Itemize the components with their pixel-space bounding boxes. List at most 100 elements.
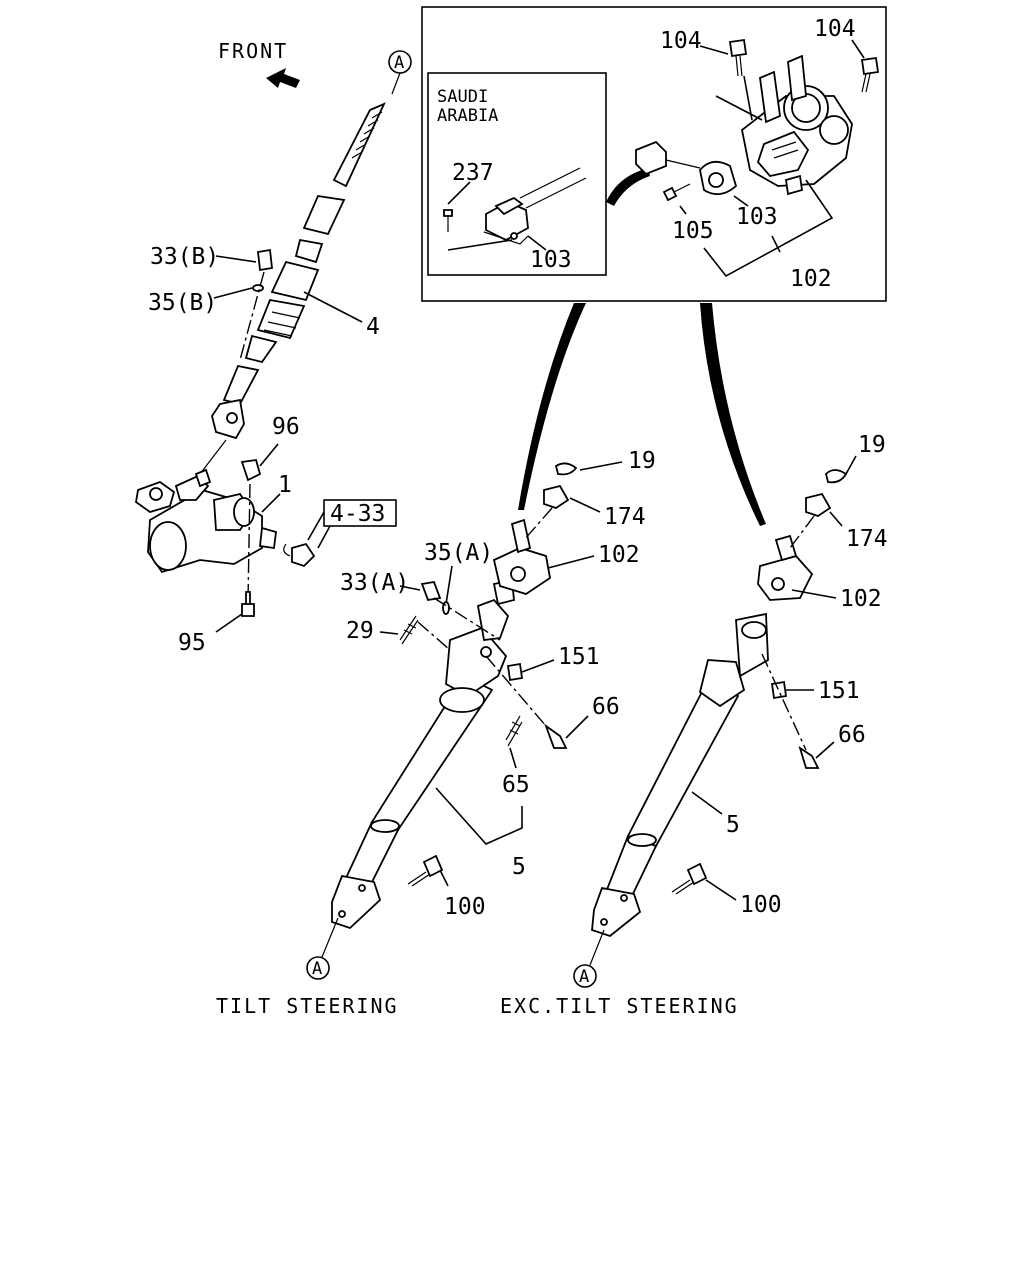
callout-33a: 33(A): [340, 570, 409, 596]
tilt-steering-column: [331, 518, 551, 930]
leader-33b: [215, 255, 257, 263]
bolt-33b: [257, 248, 273, 272]
leader-19-exc: [845, 455, 857, 475]
callout-151-exc: 151: [818, 678, 860, 704]
snap-ring-19-tilt: [554, 462, 578, 476]
spring-65: [505, 715, 523, 747]
centerline-29: [417, 621, 451, 651]
leader-35a: [445, 565, 453, 605]
centerline-exc-top: [789, 515, 815, 549]
leader-237-line: [447, 239, 513, 251]
region-label-line2: ARABIA: [437, 106, 498, 126]
callout-66-tilt: 66: [592, 694, 620, 720]
callout-5-exc: 5: [726, 812, 740, 838]
ignition-switch-assembly: [635, 38, 880, 202]
callout-103-sub: 103: [530, 247, 572, 273]
saudi-connector-part: [443, 167, 587, 245]
leader-4-33: [307, 511, 331, 549]
callout-103-main: 103: [736, 204, 778, 230]
callout-100-tilt: 100: [444, 894, 486, 920]
leader-237: [447, 181, 471, 205]
callout-19-tilt: 19: [628, 448, 656, 474]
callout-5-tilt: 5: [512, 854, 526, 880]
leader-4: [303, 291, 363, 323]
leader-104-left: [699, 45, 729, 55]
bolt-66-exc: [798, 745, 820, 769]
front-label: FRONT: [218, 39, 288, 63]
callout-33b: 33(B): [150, 244, 219, 270]
bolt-66-tilt: [544, 723, 568, 749]
centerline-66-exc: [761, 653, 807, 751]
leader-104-shared: [715, 75, 763, 121]
callout-174-exc: 174: [846, 526, 888, 552]
callout-104-left: 104: [660, 28, 702, 54]
nut-96: [240, 458, 262, 482]
callout-4: 4: [366, 314, 380, 340]
callout-104-right: 104: [814, 16, 856, 42]
callout-1: 1: [278, 472, 292, 498]
leader-102-bracket: [703, 179, 834, 278]
callout-29: 29: [346, 618, 374, 644]
leader-35b: [213, 287, 253, 299]
region-label-line1: SAUDI: [437, 87, 488, 107]
steering-gear-assembly: [135, 439, 277, 574]
leader-33a: [399, 585, 421, 591]
leader-102-exc: [791, 589, 837, 599]
nut-4-33: [291, 542, 316, 568]
callout-66-exc: 66: [838, 722, 866, 748]
callout-96: 96: [272, 414, 300, 440]
leader-65: [509, 747, 517, 769]
leader-105: [679, 205, 687, 215]
nut-174-exc: [805, 492, 832, 517]
intermediate-shaft-assembly: A: [211, 50, 412, 440]
callout-105: 105: [672, 218, 714, 244]
exc-tilt-steering-column: [591, 534, 814, 938]
ref-marker-tilt-label: A: [312, 959, 322, 979]
leader-96: [259, 443, 279, 467]
leader-103-sub: [527, 235, 547, 251]
bolt-100-exc: [686, 862, 708, 886]
ref-box-4-33-label: 4-33: [330, 501, 385, 527]
callout-151-tilt: 151: [558, 644, 600, 670]
callout-35b: 35(B): [148, 290, 217, 316]
spring-29: [399, 615, 419, 645]
callout-95: 95: [178, 630, 206, 656]
leader-103-main: [733, 195, 749, 207]
leader-66-tilt: [565, 715, 589, 739]
leader-5-tilt: [435, 787, 523, 845]
front-arrow-icon: [266, 68, 300, 88]
leader-95: [215, 613, 243, 633]
callout-100-exc: 100: [740, 892, 782, 918]
saudi-arabia-subframe: [427, 72, 607, 276]
leader-104-right: [851, 39, 865, 59]
bolt-33a: [420, 580, 442, 602]
callout-19-exc: 19: [858, 432, 886, 458]
leader-174-tilt: [569, 497, 601, 513]
leader-1: [261, 493, 281, 513]
inset-pointer-curve: [606, 168, 650, 206]
leader-100-exc: [705, 879, 737, 901]
nut-151-tilt: [506, 662, 524, 682]
nut-151-exc: [770, 680, 788, 700]
bolt-95: [241, 591, 255, 617]
callout-35a: 35(A): [424, 540, 493, 566]
leader-174-exc: [829, 511, 843, 527]
callout-237: 237: [452, 160, 494, 186]
bolt-100-tilt: [422, 854, 444, 878]
callout-65: 65: [502, 772, 530, 798]
callout-102-inset: 102: [790, 266, 832, 292]
inset-pointer-exc-tilt: [700, 303, 766, 526]
leader-29: [379, 631, 399, 635]
leader-5-exc: [691, 791, 723, 815]
leader-151-tilt: [521, 659, 555, 673]
centerline-66-tilt: [485, 655, 547, 727]
centerline-33a: [433, 597, 501, 641]
centerline-tilt-top: [523, 507, 553, 541]
callout-174-tilt: 174: [604, 504, 646, 530]
callout-102-tilt: 102: [598, 542, 640, 568]
ref-marker-exc-tilt-label: A: [579, 967, 589, 987]
inset-pointer-tilt: [518, 303, 586, 510]
ref-marker-top-label: A: [394, 53, 404, 73]
inset-ignition-switch: SAUDI ARABIA 237 103: [421, 6, 887, 302]
